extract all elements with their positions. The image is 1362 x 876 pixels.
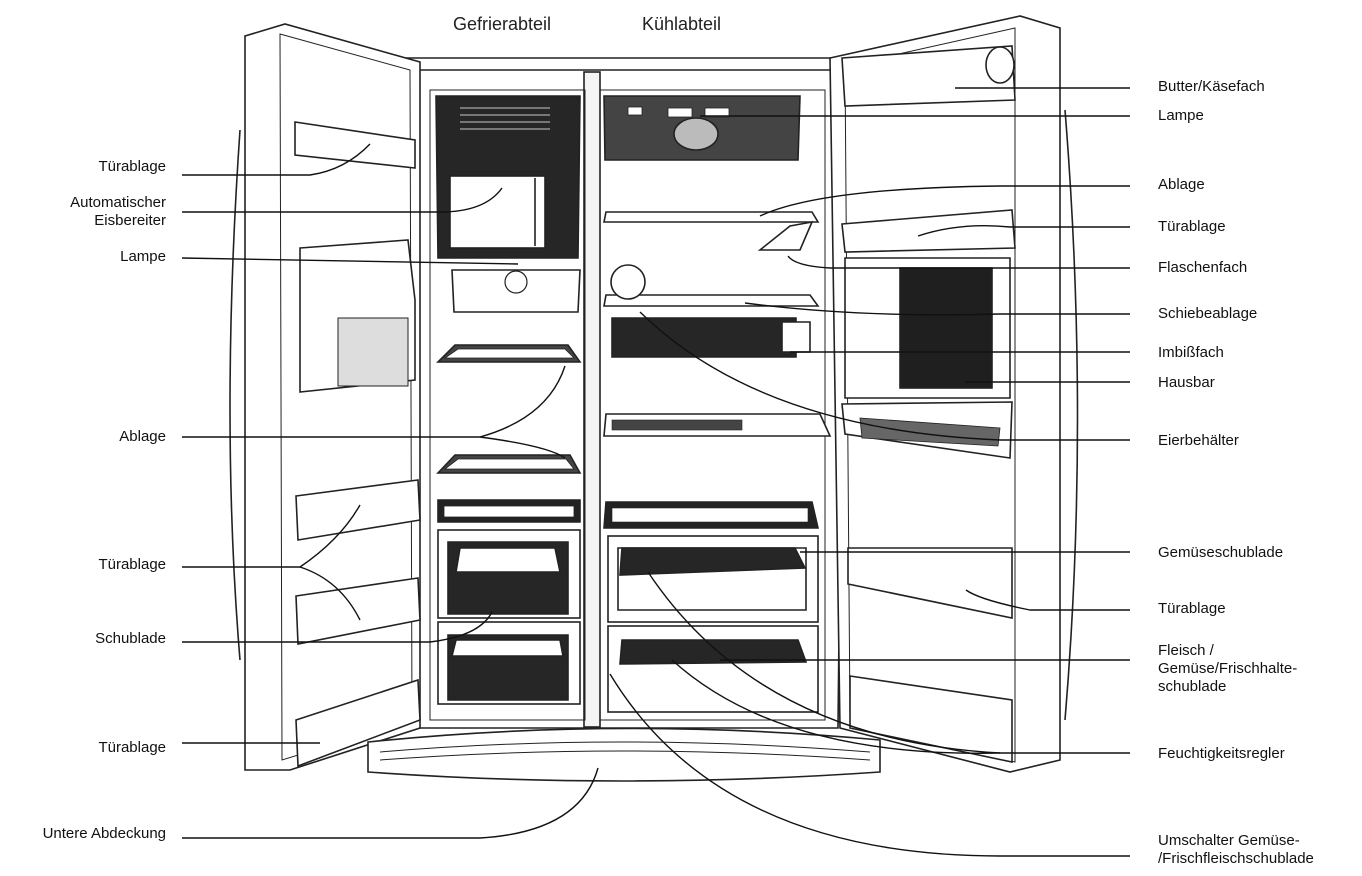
leader-lampe-left	[181, 257, 519, 265]
right-door-bin-1	[841, 209, 1016, 253]
fridge-interior	[599, 89, 826, 721]
leader-eisbereiter	[182, 187, 503, 213]
bottom-cover	[367, 727, 881, 782]
left-door-bin-3	[295, 577, 421, 645]
leader-tuerablage-r1	[917, 225, 1130, 237]
leader-tuerablage-r2	[965, 589, 1130, 611]
leader-tuerablage-2	[182, 504, 361, 568]
label-door-shelf-r1: Türablage	[1158, 218, 1226, 235]
leader-schiebeablage	[744, 302, 1130, 316]
leader-ablage-left	[182, 365, 566, 438]
leader-tuerablage-1	[182, 143, 371, 176]
right-door-bin-2	[847, 547, 1013, 619]
label-egg-container: Eierbehälter	[1158, 432, 1239, 449]
leader-umschalter	[609, 673, 1130, 857]
left-door-bin-4	[295, 678, 421, 768]
label-humidity-control: Feuchtigkeitsregler	[1158, 745, 1285, 762]
butter-compartment	[841, 45, 1016, 107]
leader-eierbehaelter	[639, 311, 1130, 441]
label-door-shelf-2: Türablage	[98, 556, 166, 573]
left-door-bin-1	[294, 121, 416, 169]
leader-lines-right	[609, 87, 1130, 857]
label-ice-maker: Automatischer Eisbereiter	[70, 194, 166, 229]
bottle-holder	[757, 220, 814, 251]
label-meat-drawer: Fleisch / Gemüse/Frischhalte- schublade	[1158, 642, 1298, 695]
label-snack-drawer: Imbißfach	[1158, 344, 1224, 361]
label-door-shelf-1: Türablage	[98, 158, 166, 175]
label-home-bar: Hausbar	[1158, 374, 1215, 391]
fridge-compartment-title: Kühlabteil	[642, 14, 722, 34]
leader-flaschenfach	[787, 255, 1130, 269]
label-shelf-left: Ablage	[119, 428, 166, 445]
fridge-shelf-1	[603, 211, 820, 223]
right-door-bin-3	[849, 675, 1013, 763]
label-door-shelf-3: Türablage	[98, 739, 166, 756]
leader-schublade	[182, 611, 493, 643]
leader-lines-left	[181, 143, 599, 839]
sliding-shelf	[603, 294, 820, 307]
label-drawer-switch: Umschalter Gemüse- /Frischfleischschubla…	[1158, 832, 1314, 867]
label-sliding-shelf: Schiebeablage	[1158, 305, 1258, 322]
freezer-lamp	[451, 269, 581, 313]
leader-ablage-right	[759, 185, 1130, 217]
label-bottom-cover: Untere Abdeckung	[42, 825, 166, 842]
label-butter-cheese: Butter/Käsefach	[1158, 78, 1265, 95]
label-bottle-holder: Flaschenfach	[1158, 259, 1248, 276]
label-shelf-right: Ablage	[1158, 176, 1205, 193]
cabinet-top	[404, 57, 846, 71]
freezer-interior	[429, 89, 586, 721]
label-lamp-left: Lampe	[120, 248, 166, 265]
freezer-compartment-title: Gefrierabteil	[453, 14, 552, 34]
leader-feuchtigkeit	[671, 659, 1130, 754]
left-door-bin-2	[295, 479, 421, 541]
ice-maker-bin	[449, 175, 546, 249]
label-vegetable-drawer: Gemüseschublade	[1158, 544, 1284, 561]
egg-tray-pod	[610, 264, 646, 300]
label-door-shelf-r2: Türablage	[1158, 600, 1226, 617]
label-drawer: Schublade	[95, 630, 166, 647]
leader-untere-abdeckung	[182, 767, 599, 839]
compartment-divider	[583, 71, 601, 728]
snack-drawer	[611, 317, 797, 358]
label-lamp-right: Lampe	[1158, 107, 1204, 124]
